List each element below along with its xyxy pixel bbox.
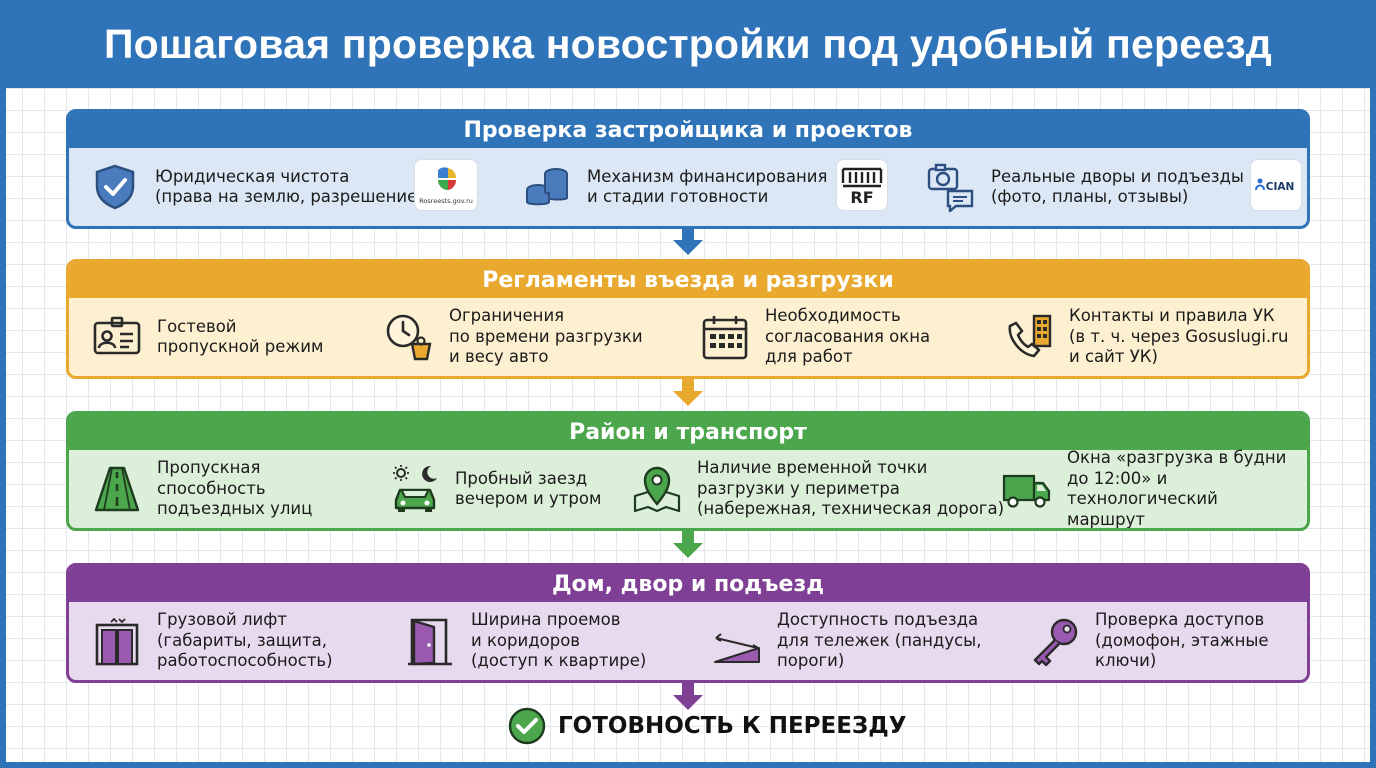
map-pin-icon — [631, 463, 683, 515]
item-freight-elevator: Грузовой лифт(габариты, защита,работоспо… — [91, 602, 333, 680]
shield-check-icon — [89, 161, 141, 213]
svg-text:CIAN: CIAN — [1266, 181, 1295, 193]
rosreestr-logo: Rosreests.gov.ru — [415, 160, 477, 210]
clock-weight-icon — [383, 311, 435, 363]
section-header: Регламенты въезда и разгрузки — [69, 262, 1307, 298]
ramp-icon — [711, 615, 763, 667]
arrow-down-icon — [673, 377, 703, 406]
road-icon — [91, 463, 143, 515]
truck-icon — [1001, 463, 1053, 515]
id-card-icon — [91, 311, 143, 363]
svg-text:Rosreests.gov.ru: Rosreests.gov.ru — [419, 197, 473, 205]
item-uk-contacts: Контакты и правила УК(в т. ч. через Gosu… — [1003, 298, 1288, 376]
coins-stack-icon — [521, 161, 573, 213]
phone-building-icon — [1003, 311, 1055, 363]
key-icon — [1029, 615, 1081, 667]
section-house-yard: Дом, двор и подъезд Грузовой лифт(габари… — [66, 563, 1310, 683]
section-header: Дом, двор и подъезд — [69, 566, 1307, 602]
calendar-icon — [699, 311, 751, 363]
arrow-down-icon — [673, 226, 703, 255]
car-day-night-icon — [389, 463, 441, 515]
item-legal-clarity: Юридическая чистота(права на землю, разр… — [89, 148, 424, 226]
svg-text:RF: RF — [850, 188, 873, 207]
item-real-yards: Реальные дворы и подъезды(фото, планы, о… — [925, 148, 1244, 226]
arrow-down-icon — [673, 681, 703, 710]
section-header: Район и транспорт — [69, 414, 1307, 450]
section-developer-check: Проверка застройщика и проектов Юридичес… — [66, 109, 1310, 229]
elevator-icon — [91, 615, 143, 667]
dom-rf-logo: RF — [837, 160, 887, 210]
check-circle-icon — [508, 707, 546, 745]
arrow-down-icon — [673, 529, 703, 558]
door-icon — [405, 615, 457, 667]
page-title: Пошаговая проверка новостройки под удобн… — [0, 0, 1376, 88]
camera-chat-icon — [925, 161, 977, 213]
cian-logo: CIAN — [1251, 160, 1301, 210]
section-header: Проверка застройщика и проектов — [69, 112, 1307, 148]
final-label: ГОТОВНОСТЬ К ПЕРЕЕЗДУ — [558, 713, 907, 739]
final-readiness: ГОТОВНОСТЬ К ПЕРЕЕЗДУ — [508, 706, 907, 746]
